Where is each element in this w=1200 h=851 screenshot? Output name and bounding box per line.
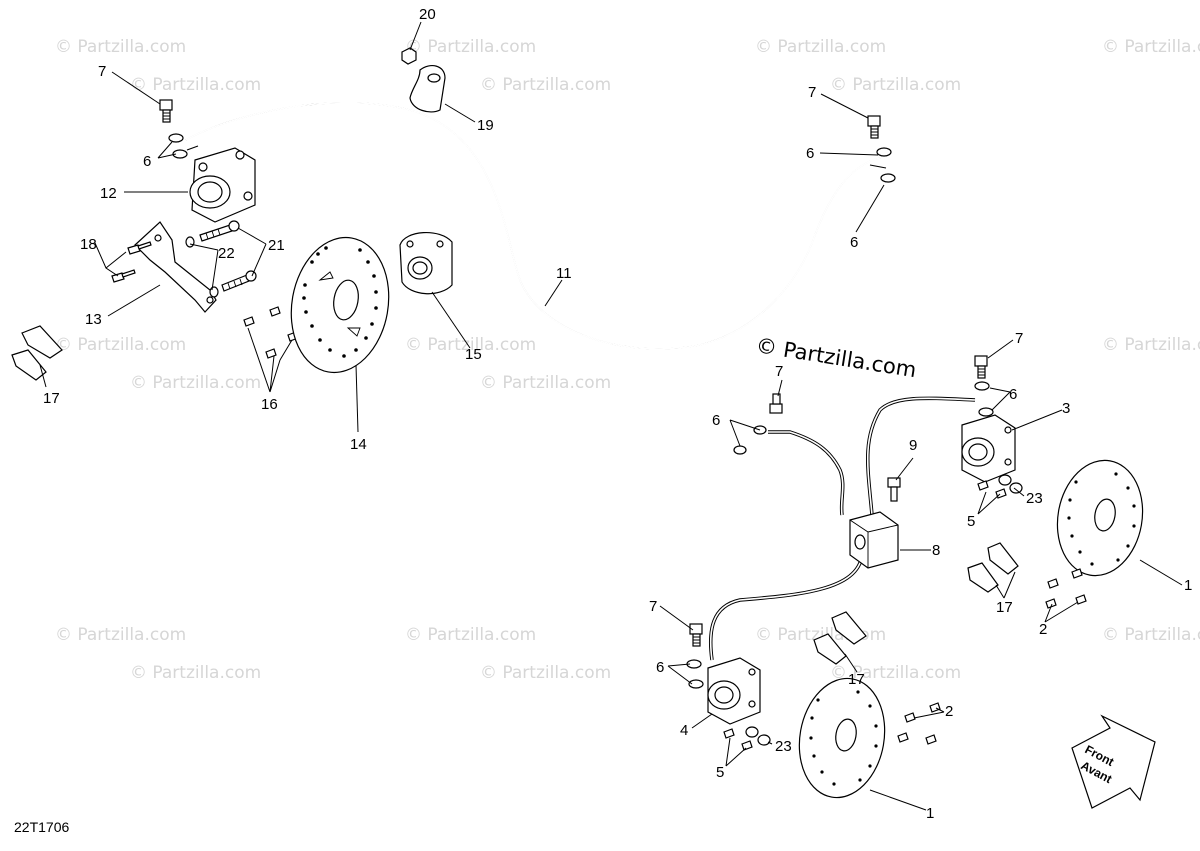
part-4-caliper bbox=[707, 657, 761, 725]
callout-12: 12 bbox=[100, 185, 117, 202]
part-2-bolts-lower bbox=[897, 702, 941, 745]
callout-17: 17 bbox=[848, 671, 865, 688]
callout-7: 7 bbox=[1015, 330, 1023, 347]
watermark: © Partzilla.com bbox=[480, 373, 611, 393]
watermark: © Partzilla.com bbox=[1102, 335, 1200, 355]
callout-14: 14 bbox=[350, 436, 367, 453]
brake-line-upper-branch bbox=[708, 396, 976, 661]
callout-9: 9 bbox=[909, 437, 917, 454]
part-13-bracket bbox=[134, 221, 217, 313]
callout-2: 2 bbox=[945, 703, 953, 720]
callout-3: 3 bbox=[1062, 400, 1070, 417]
callout-18: 18 bbox=[80, 236, 97, 253]
part-20-screw bbox=[401, 47, 417, 65]
watermark: © Partzilla.com bbox=[480, 75, 611, 95]
leader-lines bbox=[39, 21, 1183, 811]
callout-5: 5 bbox=[967, 513, 975, 530]
callout-6: 6 bbox=[1009, 386, 1017, 403]
part-17-brake-pads-left bbox=[11, 325, 63, 381]
part-18-bolts bbox=[111, 241, 152, 283]
callout-17: 17 bbox=[996, 599, 1013, 616]
part-17-brake-pads-lower bbox=[813, 611, 867, 665]
bolt-7c bbox=[769, 393, 783, 414]
watermark: © Partzilla.com bbox=[480, 663, 611, 683]
bolt-7e bbox=[689, 623, 703, 647]
part-12-caliper bbox=[189, 147, 256, 223]
callout-6: 6 bbox=[143, 153, 151, 170]
callout-23: 23 bbox=[1026, 490, 1043, 507]
watermark: © Partzilla.com bbox=[830, 663, 961, 683]
part-8-junction-block bbox=[849, 511, 899, 569]
watermark: © Partzilla.com bbox=[1102, 37, 1200, 57]
part-23-5-fasteners-lower bbox=[723, 726, 771, 751]
callout-20: 20 bbox=[419, 6, 436, 23]
callout-1: 1 bbox=[926, 805, 934, 822]
callout-6: 6 bbox=[656, 659, 664, 676]
watermark: © Partzilla.com bbox=[755, 37, 886, 57]
watermark: © Partzilla.com bbox=[1102, 625, 1200, 645]
callout-6: 6 bbox=[712, 412, 720, 429]
bolt-7a bbox=[159, 99, 173, 123]
part-2-bolts-upper bbox=[1045, 568, 1087, 609]
part-1-brake-disc-lower bbox=[798, 677, 886, 799]
watermark: © Partzilla.com bbox=[55, 37, 186, 57]
callout-17: 17 bbox=[43, 390, 60, 407]
part-19-clamp bbox=[409, 64, 446, 113]
callout-22: 22 bbox=[218, 245, 235, 262]
brake-line-11 bbox=[185, 101, 887, 350]
diagram-code: 22T1706 bbox=[14, 819, 69, 835]
callout-8: 8 bbox=[932, 542, 940, 559]
callout-21: 21 bbox=[268, 237, 285, 254]
front-direction-arrow: Front Avant bbox=[1071, 714, 1156, 809]
callout-16: 16 bbox=[261, 396, 278, 413]
watermark: © Partzilla.com bbox=[130, 663, 261, 683]
disc-holes bbox=[302, 246, 378, 358]
callout-7: 7 bbox=[649, 598, 657, 615]
part-1-brake-disc-right bbox=[1056, 459, 1144, 577]
watermark: © Partzilla.com bbox=[405, 37, 536, 57]
callout-13: 13 bbox=[85, 311, 102, 328]
callout-labels: 20 7 19 6 12 18 22 21 13 17 16 15 14 11 … bbox=[43, 6, 1192, 822]
watermark-layer: © Partzilla.com © Partzilla.com © Partzi… bbox=[55, 37, 1200, 683]
watermark: © Partzilla.com bbox=[55, 625, 186, 645]
part-14-brake-disc bbox=[290, 236, 390, 374]
callout-6: 6 bbox=[850, 234, 858, 251]
part-9-bolt bbox=[887, 477, 901, 502]
callout-2: 2 bbox=[1039, 621, 1047, 638]
watermark: © Partzilla.com bbox=[830, 75, 961, 95]
part-23-5-fasteners-upper bbox=[977, 474, 1023, 499]
watermark: © Partzilla.com bbox=[405, 335, 536, 355]
watermark: © Partzilla.com bbox=[405, 625, 536, 645]
callout-11: 11 bbox=[556, 265, 572, 282]
watermark: © Partzilla.com bbox=[130, 75, 261, 95]
brake-lines bbox=[185, 101, 976, 661]
callout-6: 6 bbox=[806, 145, 814, 162]
part-17-brake-pads-right bbox=[967, 542, 1019, 593]
callout-7: 7 bbox=[775, 363, 783, 380]
bolt-7d bbox=[974, 355, 988, 379]
callout-1: 1 bbox=[1184, 577, 1192, 594]
watermark: © Partzilla.com bbox=[130, 373, 261, 393]
callout-5: 5 bbox=[716, 764, 724, 781]
part-3-caliper bbox=[961, 414, 1016, 483]
part-16-bolts bbox=[243, 306, 299, 359]
callout-4: 4 bbox=[680, 722, 688, 739]
part-21-bolts bbox=[199, 220, 257, 292]
watermark: © Partzilla.com bbox=[55, 335, 186, 355]
callout-19: 19 bbox=[477, 117, 494, 134]
washers-6 bbox=[168, 133, 994, 689]
callout-15: 15 bbox=[465, 346, 482, 363]
callout-7: 7 bbox=[98, 63, 106, 80]
callout-7: 7 bbox=[808, 84, 816, 101]
bolt-7b bbox=[867, 115, 881, 139]
callout-23: 23 bbox=[775, 738, 792, 755]
part-15-hub bbox=[399, 231, 453, 295]
